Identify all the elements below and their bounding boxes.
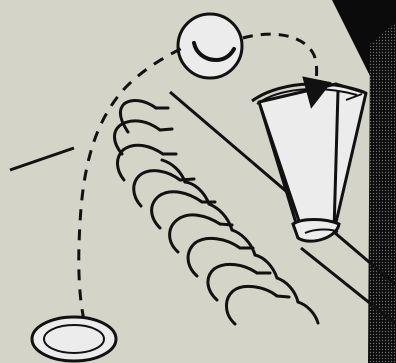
coin bbox=[178, 14, 242, 78]
landing-ring bbox=[32, 317, 116, 361]
dark-corner-shape-2 bbox=[350, 0, 396, 28]
